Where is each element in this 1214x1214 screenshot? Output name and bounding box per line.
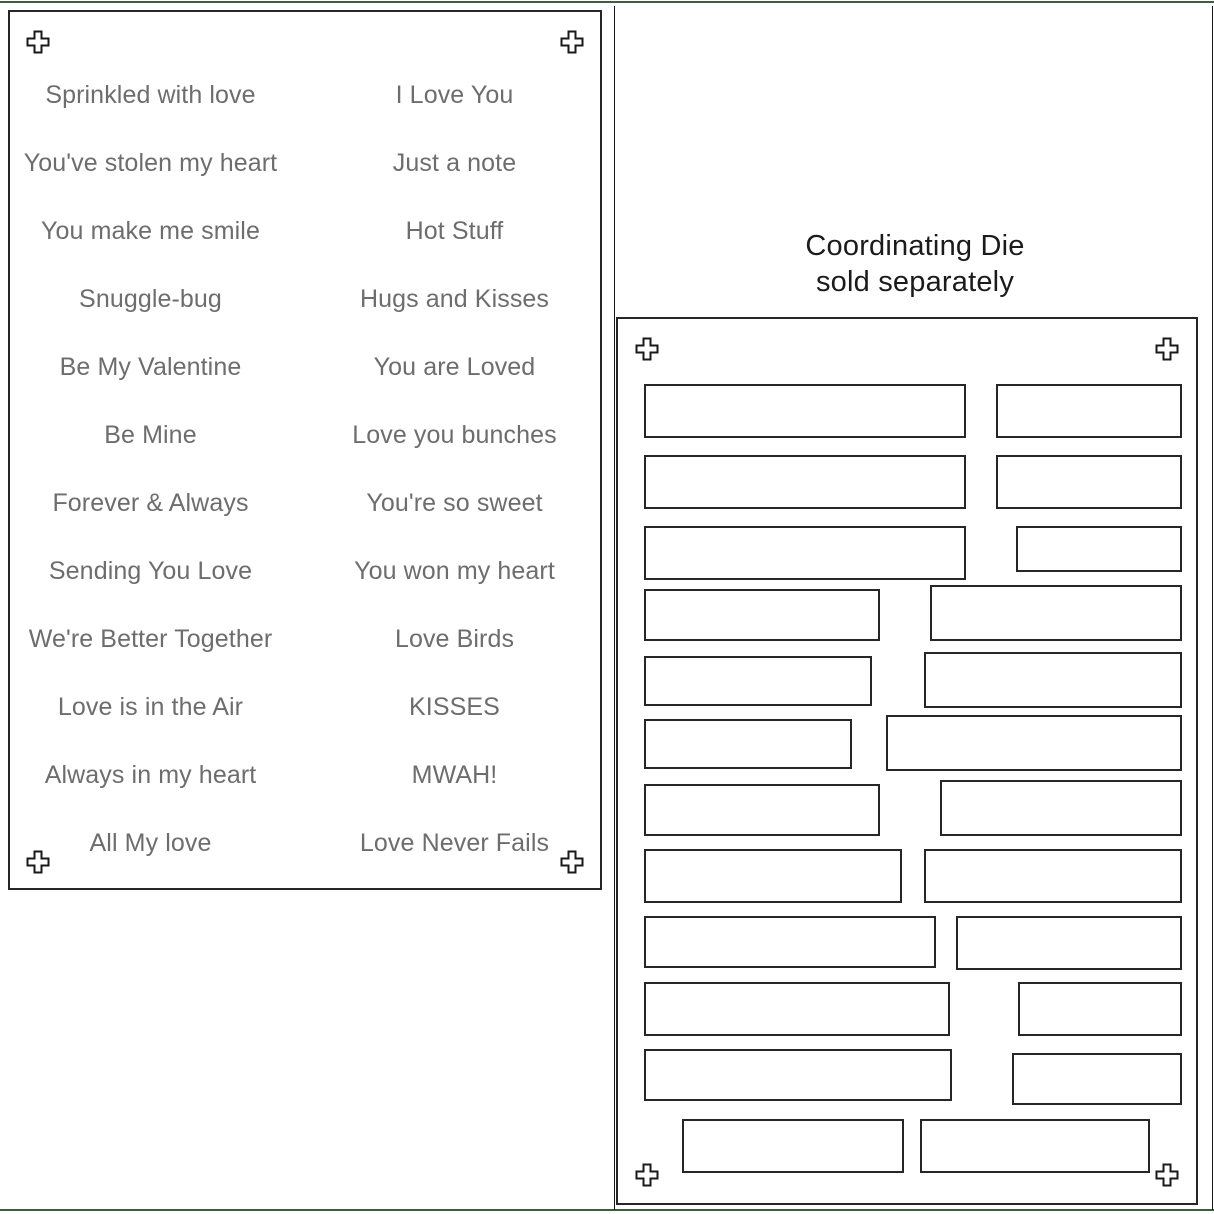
die-cut-shape <box>920 1119 1150 1173</box>
stamp-phrase: You won my heart <box>354 556 555 585</box>
stamp-phrase: Love you bunches <box>352 420 557 449</box>
stamp-phrase: Always in my heart <box>44 760 257 789</box>
stamp-phrase-columns: Sprinkled with love You've stolen my hea… <box>10 74 600 864</box>
die-cut-shape <box>1018 982 1182 1036</box>
die-cut-shapes <box>618 319 1196 1203</box>
registration-mark-icon <box>25 850 51 876</box>
die-cut-shape <box>644 784 880 836</box>
stamp-phrase: You've stolen my heart <box>23 148 278 177</box>
stamp-set-panel: Sprinkled with love You've stolen my hea… <box>8 10 602 890</box>
stamp-phrase: Just a note <box>392 148 517 177</box>
stamp-phrase: Snuggle-bug <box>79 284 222 313</box>
die-cut-shape <box>924 849 1182 903</box>
registration-mark-icon <box>559 850 585 876</box>
registration-mark-icon <box>1154 1163 1180 1189</box>
stamp-phrase: Hugs and Kisses <box>359 284 550 313</box>
stamp-phrase-column-right: I Love You Just a note Hot Stuff Hugs an… <box>305 74 600 864</box>
coordinating-die-heading: Coordinating Die sold separately <box>620 228 1210 301</box>
die-cut-shape <box>996 384 1182 438</box>
die-cut-shape <box>1016 526 1182 572</box>
stamp-phrase: We're Better Together <box>28 624 273 653</box>
bottom-accent-rule <box>0 1209 1214 1211</box>
registration-mark-icon <box>25 30 51 56</box>
stamp-phrase: KISSES <box>409 692 500 721</box>
die-cut-shape <box>930 585 1182 641</box>
die-cut-shape <box>644 1049 952 1101</box>
coordinating-die-panel <box>616 317 1198 1205</box>
sheet-divider-line <box>614 6 615 1210</box>
stamp-phrase: You are Loved <box>373 352 536 381</box>
die-cut-shape <box>644 849 902 903</box>
stamp-phrase: Sprinkled with love <box>45 81 256 109</box>
die-cut-shape <box>644 589 880 641</box>
die-cut-shape <box>644 982 950 1036</box>
die-cut-shape <box>886 715 1182 771</box>
die-cut-shape <box>644 384 966 438</box>
stamp-phrase: Hot Stuff <box>405 216 504 245</box>
die-cut-shape <box>996 455 1182 509</box>
registration-mark-icon <box>1154 337 1180 363</box>
stamp-phrase: Be My Valentine <box>59 352 242 381</box>
die-cut-shape <box>1012 1053 1182 1105</box>
die-cut-shape <box>644 455 966 509</box>
stamp-phrase-column-left: Sprinkled with love You've stolen my hea… <box>10 74 305 864</box>
registration-mark-icon <box>634 337 660 363</box>
die-cut-shape <box>924 652 1182 708</box>
die-cut-shape <box>644 916 936 968</box>
die-cut-shape <box>682 1119 904 1173</box>
stamp-phrase: You're so sweet <box>366 488 543 517</box>
stamp-phrase: Love Never Fails <box>359 828 550 857</box>
stamp-phrase: Sending You Love <box>48 556 253 585</box>
stamp-phrase: Forever & Always <box>52 488 249 517</box>
die-cut-shape <box>956 916 1182 970</box>
die-cut-shape <box>940 780 1182 836</box>
stamp-phrase: You make me smile <box>41 216 260 245</box>
heading-line-2: sold separately <box>815 266 1015 299</box>
die-cut-shape <box>644 656 872 706</box>
die-cut-shape <box>644 719 852 769</box>
stamp-phrase: Love is in the Air <box>57 692 244 721</box>
stamp-phrase: Love Birds <box>394 624 515 653</box>
die-cut-shape <box>644 526 966 580</box>
stamp-phrase: All My love <box>89 828 212 857</box>
heading-line-1: Coordinating Die <box>805 230 1025 262</box>
registration-mark-icon <box>634 1163 660 1189</box>
stamp-phrase: Be Mine <box>104 420 197 449</box>
sheet-right-frame-line <box>1212 6 1213 1210</box>
stamp-phrase: I Love You <box>395 81 514 109</box>
registration-mark-icon <box>559 30 585 56</box>
top-accent-rule <box>0 1 1214 3</box>
stamp-phrase: MWAH! <box>411 760 498 789</box>
